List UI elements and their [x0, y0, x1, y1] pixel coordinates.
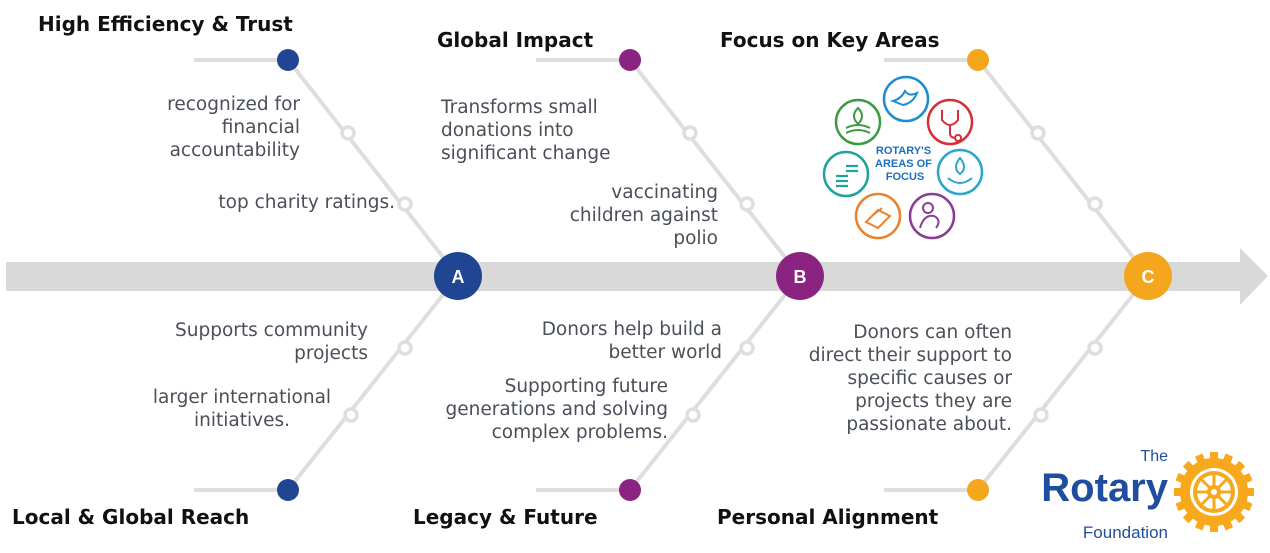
- branch-b-top-note-1: Transforms small donations into signific…: [441, 97, 611, 164]
- mother-child-icon: [908, 192, 956, 240]
- spine-bar: [6, 262, 1244, 291]
- hub-c-letter: C: [1142, 267, 1155, 287]
- hub-a: A: [434, 252, 482, 300]
- joint: [1033, 407, 1049, 423]
- joint: [739, 340, 755, 356]
- joint: [682, 125, 698, 141]
- logo-foundation-text: Foundation: [1082, 523, 1168, 542]
- water-hands-icon: [936, 148, 984, 196]
- areas-of-focus-label: ROTARY'S AREAS OF FOCUS: [875, 145, 935, 183]
- branch-b-top-title: Global Impact: [437, 28, 594, 52]
- book-icon: [854, 192, 902, 240]
- logo-rotary-text: Rotary: [1041, 466, 1168, 510]
- branch-b-bottom-title: Legacy & Future: [413, 505, 598, 529]
- hub-a-letter: A: [452, 267, 465, 287]
- hub-b: B: [776, 252, 824, 300]
- dove-icon: [882, 75, 930, 123]
- hub-a-circle: [434, 252, 482, 300]
- rotary-wheel-icon: [1174, 452, 1254, 532]
- branch-c-bottom-note-1: Donors can often direct their support to…: [808, 322, 1012, 435]
- hub-b-letter: B: [794, 267, 807, 287]
- branch-c-top-title: Focus on Key Areas: [720, 28, 940, 52]
- branch-a-bottom-title: Local & Global Reach: [12, 505, 250, 529]
- branch-a-top-note-2: top charity ratings.: [218, 192, 395, 213]
- joint: [343, 407, 359, 423]
- hub-c: C: [1124, 252, 1172, 300]
- environment-icon: [834, 98, 882, 146]
- joint: [1087, 340, 1103, 356]
- coins-icon: [822, 150, 870, 198]
- branch-a-top-note-1: recognized for financial accountability: [167, 94, 300, 161]
- branch-a-bottom-note-2: larger international initiatives.: [152, 387, 332, 431]
- endpoint-dot-c-top: [967, 49, 989, 71]
- branch-a-top-title: High Efficiency & Trust: [38, 12, 293, 36]
- joint: [739, 196, 755, 212]
- branch-b-bottom-note-1: Donors help build a better world: [541, 319, 722, 363]
- endpoint-dot-b-bottom: [619, 479, 641, 501]
- joint: [397, 196, 413, 212]
- main-spine: [6, 248, 1268, 305]
- logo-the-text: The: [1140, 448, 1168, 465]
- branch-a-bottom-note-1: Supports community projects: [175, 320, 368, 364]
- stethoscope-icon: [926, 98, 974, 146]
- joint: [397, 340, 413, 356]
- branch-c-bottom-title: Personal Alignment: [717, 505, 939, 529]
- rotary-foundation-logo: The Rotary Foundation: [1022, 446, 1262, 553]
- branch-b-top-note-2: vaccinating children against polio: [569, 182, 718, 249]
- joint: [685, 407, 701, 423]
- endpoint-dot-a-top: [277, 49, 299, 71]
- branch-joints: [340, 125, 1103, 423]
- hub-c-circle: [1124, 252, 1172, 300]
- joint: [1030, 125, 1046, 141]
- endpoint-dot-b-top: [619, 49, 641, 71]
- hub-b-circle: [776, 252, 824, 300]
- joint: [340, 125, 356, 141]
- endpoint-dot-a-bottom: [277, 479, 299, 501]
- spine-arrowhead: [1240, 248, 1268, 305]
- branch-a-bottom-line: [194, 274, 460, 492]
- branch-b-bottom-note-2: Supporting future generations and solvin…: [445, 376, 668, 443]
- joint: [1087, 196, 1103, 212]
- endpoint-dot-c-bottom: [967, 479, 989, 501]
- areas-of-focus-graphic: ROTARY'S AREAS OF FOCUS: [822, 75, 984, 240]
